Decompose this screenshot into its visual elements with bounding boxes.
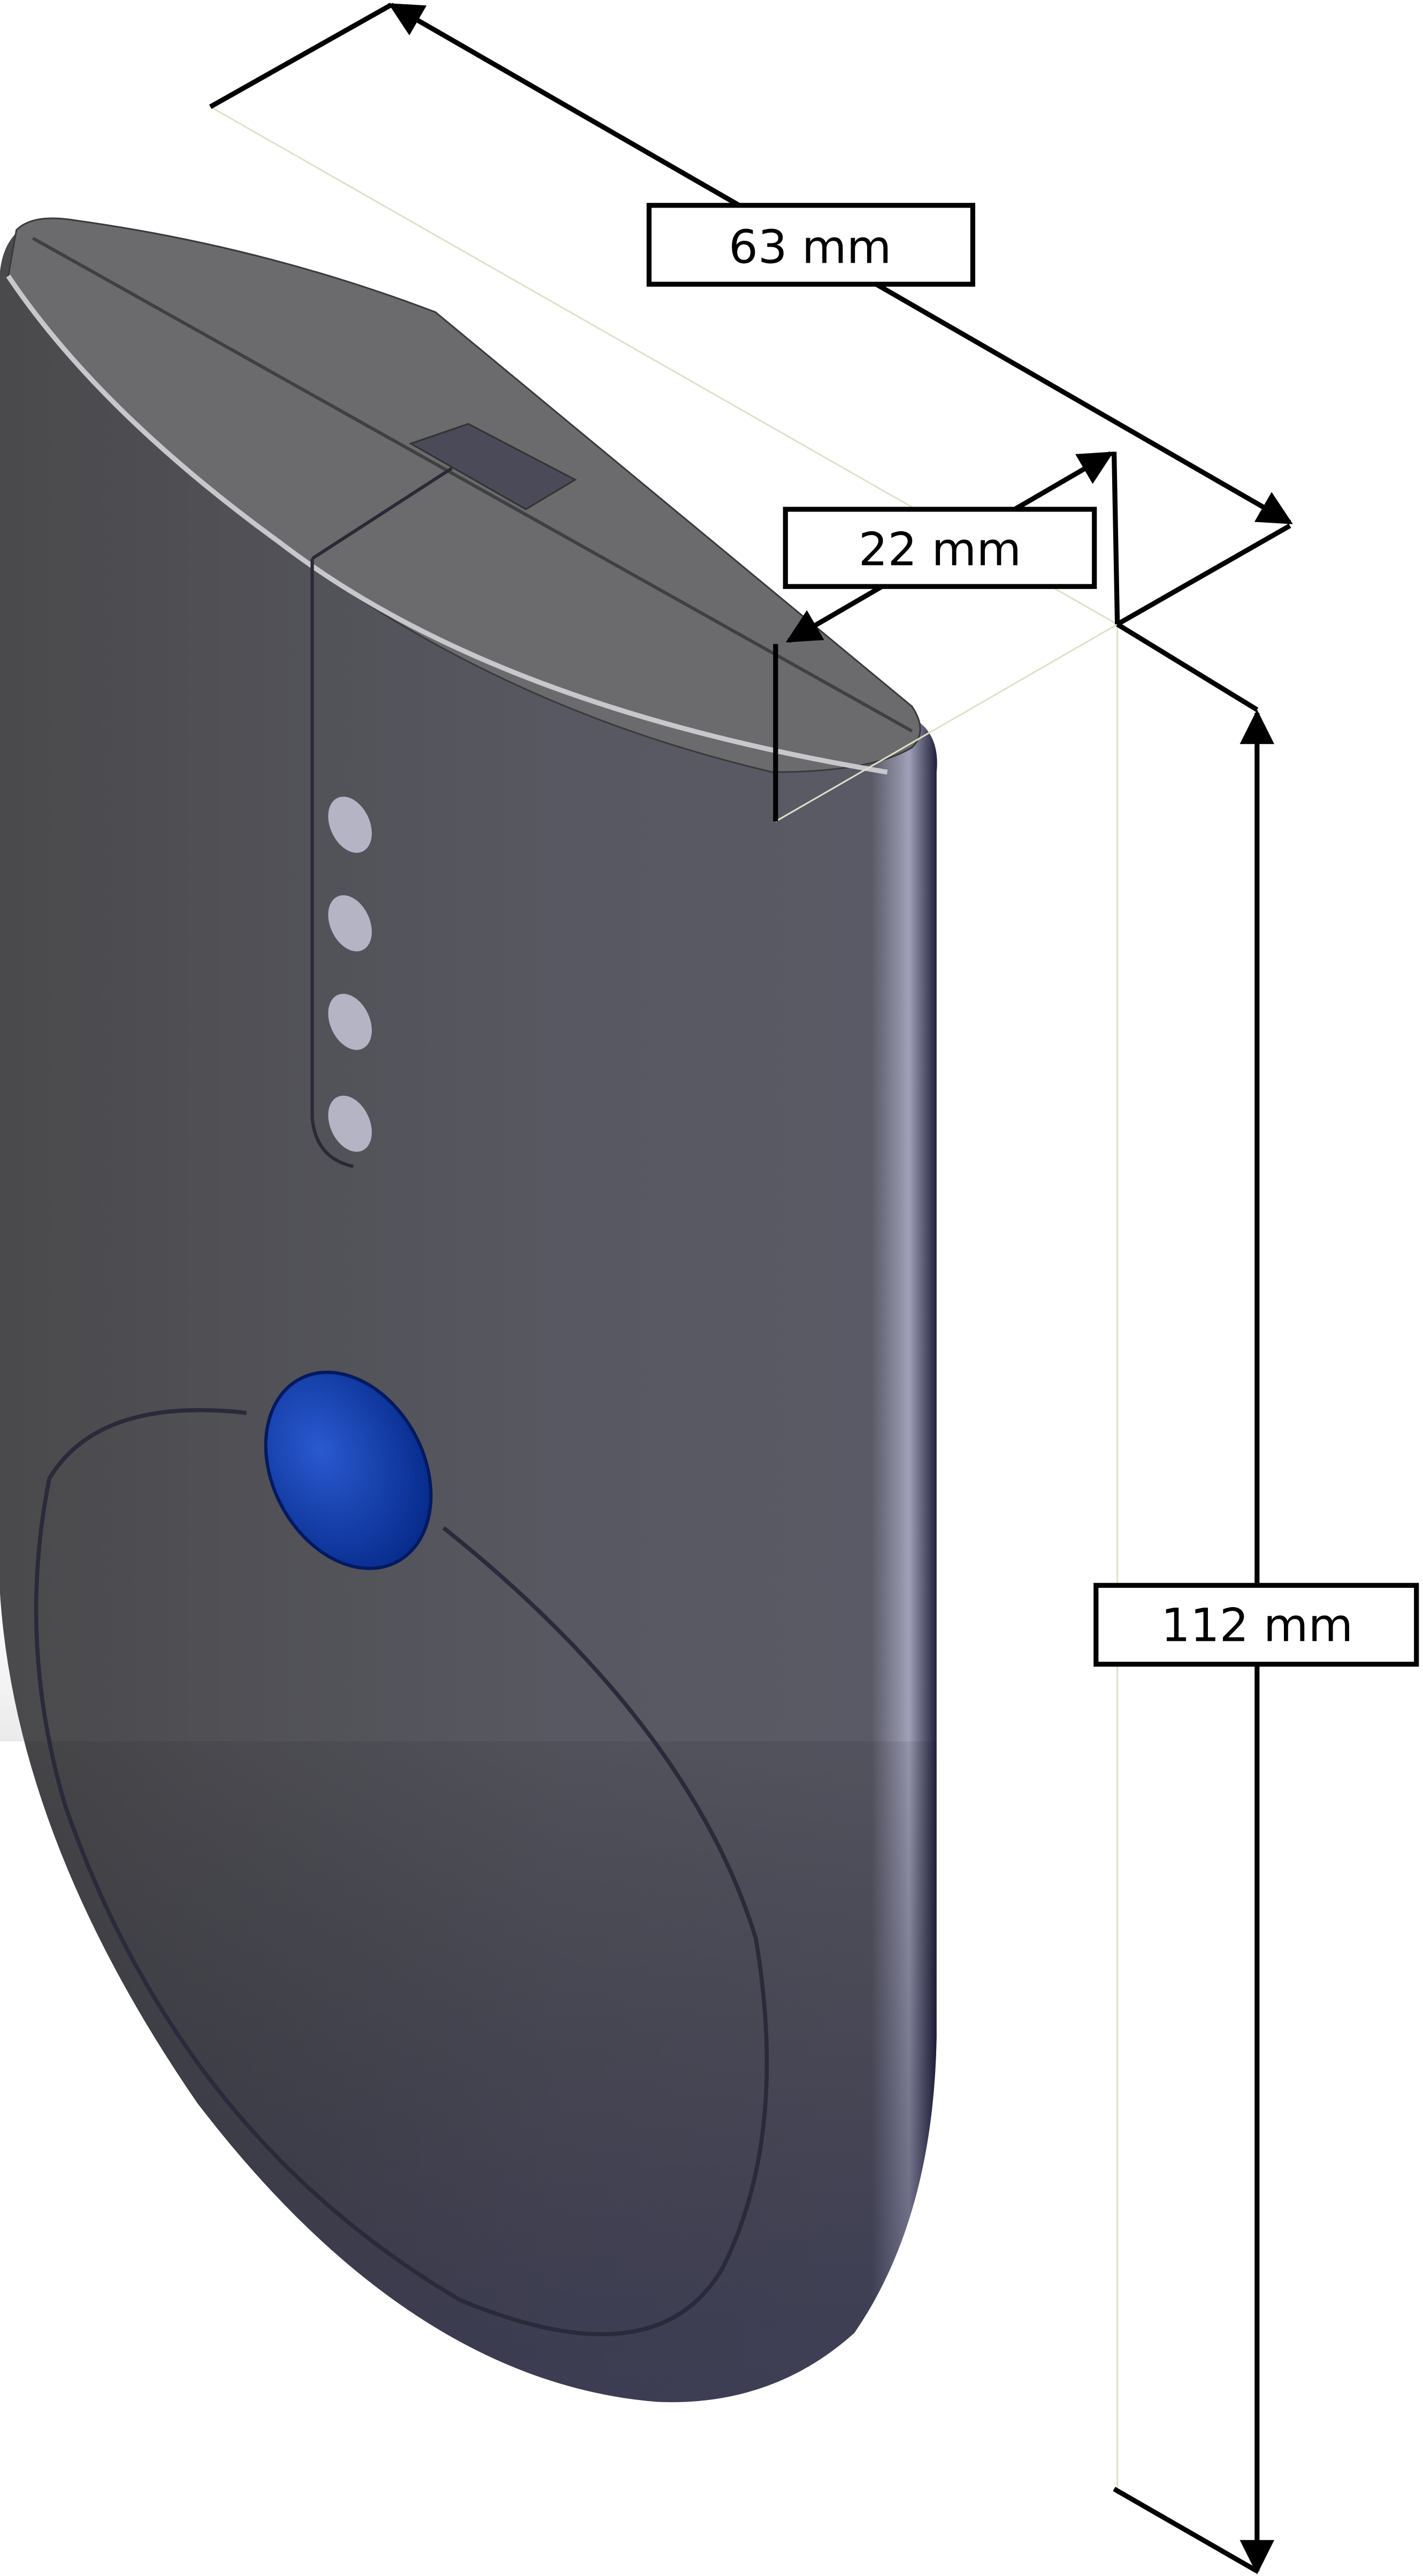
led-indicator-4 [328,1095,372,1152]
bottom-shade [0,1593,937,2403]
depth-label-box: 22 mm [783,507,1097,589]
width-label: 63 mm [729,220,891,274]
led-indicator-2 [328,895,372,952]
cap-highlight [6,274,888,775]
height-label-box: 112 mm [1093,1583,1419,1667]
led-channel [310,559,354,1168]
led-indicator-1 [328,797,372,853]
height-label: 112 mm [1161,1599,1353,1653]
blue-button[interactable] [233,1343,464,1597]
width-label-box: 63 mm [646,203,975,287]
led-indicator-3 [328,993,372,1050]
depth-label: 22 mm [859,523,1021,576]
lens-outline [34,1408,769,2336]
